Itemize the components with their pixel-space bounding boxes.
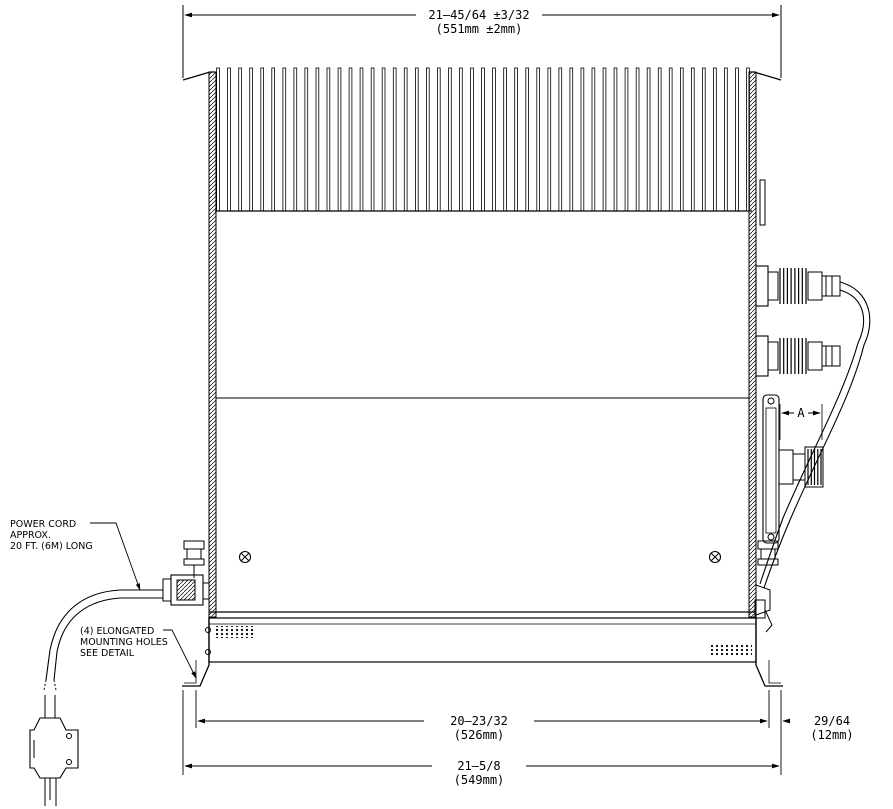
heatsink-fin (216, 67, 220, 212)
heatsink-fin (646, 67, 651, 212)
connector-lower (755, 335, 841, 377)
heatsink-fin (227, 67, 231, 212)
top-dimension-metric: (551mm ±2mm) (436, 22, 523, 36)
power-cord-note-line1: POWER CORD (10, 519, 76, 530)
side-bracket (754, 584, 773, 633)
heatsink-fin (392, 67, 397, 212)
heatsink-fin (569, 67, 574, 212)
heatsink-fin (326, 67, 331, 212)
heatsink-fin (359, 67, 364, 212)
heatsink-fin (547, 67, 552, 212)
mount-centers-metric: (526mm) (454, 728, 505, 742)
heatsink-fin (403, 67, 408, 212)
heatsink-fin (702, 67, 706, 212)
side-panel (762, 394, 824, 544)
mounting-holes-note: (4) ELONGATED MOUNTING HOLES SEE DETAIL (80, 626, 197, 679)
heatsink-fin (635, 67, 640, 212)
ground-stud-left (183, 540, 205, 578)
body-screw-left (238, 550, 252, 564)
enclosure-body (208, 71, 766, 618)
heatsink-fin (249, 67, 253, 212)
body-screw-right (708, 550, 722, 564)
heatsink-fin (514, 67, 518, 212)
heatsink-fin (470, 67, 474, 212)
heatsink-fin (315, 67, 320, 212)
heatsink-fin (293, 67, 298, 212)
heatsink-fin (580, 67, 585, 212)
plug (29, 717, 79, 806)
mount-centers-imperial: 20–23/32 (450, 714, 508, 728)
mounting-holes-note-line3: SEE DETAIL (80, 648, 135, 659)
heatsink-fin (602, 67, 607, 212)
heatsink-fin (448, 67, 452, 212)
heatsink (182, 67, 782, 212)
vent-right (710, 643, 752, 655)
bottom-overall-dimension: 21–5/8 (549mm) (182, 690, 780, 787)
heatsink-fin (613, 67, 618, 212)
connector-cable (759, 281, 871, 589)
dimension-a: A (779, 404, 823, 440)
bottom-overall-metric: (549mm) (454, 773, 505, 787)
heatsink-fin (304, 67, 309, 212)
heatsink-fin (260, 67, 264, 212)
power-cord-note-line2: APPROX. (10, 530, 51, 541)
heatsink-fin (735, 67, 739, 212)
heatsink-fin (414, 67, 419, 212)
heatsink-fin (271, 67, 275, 212)
heatsink-fin (657, 67, 662, 212)
base-rail (205, 617, 757, 663)
heatsink-fin (436, 67, 441, 212)
flange-offset-dimension: 29/64 (12mm) (780, 690, 854, 775)
top-dimension-imperial: 21–45/64 ±3/32 (428, 8, 529, 22)
heatsink-fin (525, 67, 529, 212)
heatsink-fin (370, 67, 375, 212)
heatsink-fin (668, 67, 673, 212)
top-dimension: 21–45/64 ±3/32 (551mm ±2mm) (182, 5, 782, 78)
heatsink-fin (680, 67, 684, 212)
heatsink-fin (558, 67, 563, 212)
heatsink-fin (503, 67, 507, 212)
power-cord (43, 574, 210, 718)
heatsink-fin (481, 67, 485, 212)
dimension-a-label: A (797, 406, 805, 420)
heatsink-fin (238, 67, 242, 212)
heatsink-fin (337, 67, 342, 212)
heatsink-fin (713, 67, 717, 212)
connector-upper (755, 265, 841, 307)
heatsink-fin (536, 67, 540, 212)
heatsink-fin (691, 67, 695, 212)
heatsink-fin (591, 67, 596, 212)
bottom-overall-imperial: 21–5/8 (457, 759, 500, 773)
heatsink-fin (425, 67, 430, 212)
heatsink-fin (459, 67, 463, 212)
heatsink-fin (492, 67, 496, 212)
heatsink-fin (348, 67, 353, 212)
heatsink-fin (624, 67, 629, 212)
mount-centers-dimension: 20–23/32 (526mm) (195, 690, 770, 742)
power-cord-note: POWER CORD APPROX. 20 FT. (6M) LONG (10, 519, 141, 591)
flange-offset-metric: (12mm) (810, 728, 853, 742)
flange-offset-imperial: 29/64 (814, 714, 850, 728)
vent-left (213, 626, 255, 638)
mounting-feet (182, 617, 783, 687)
mounting-holes-note-line1: (4) ELONGATED (80, 626, 154, 637)
heatsink-fin (724, 67, 728, 212)
mounting-holes-note-line2: MOUNTING HOLES (80, 637, 168, 648)
heatsink-fin (282, 67, 287, 212)
power-cord-note-line3: 20 FT. (6M) LONG (10, 541, 93, 552)
heatsink-fin (381, 67, 386, 212)
